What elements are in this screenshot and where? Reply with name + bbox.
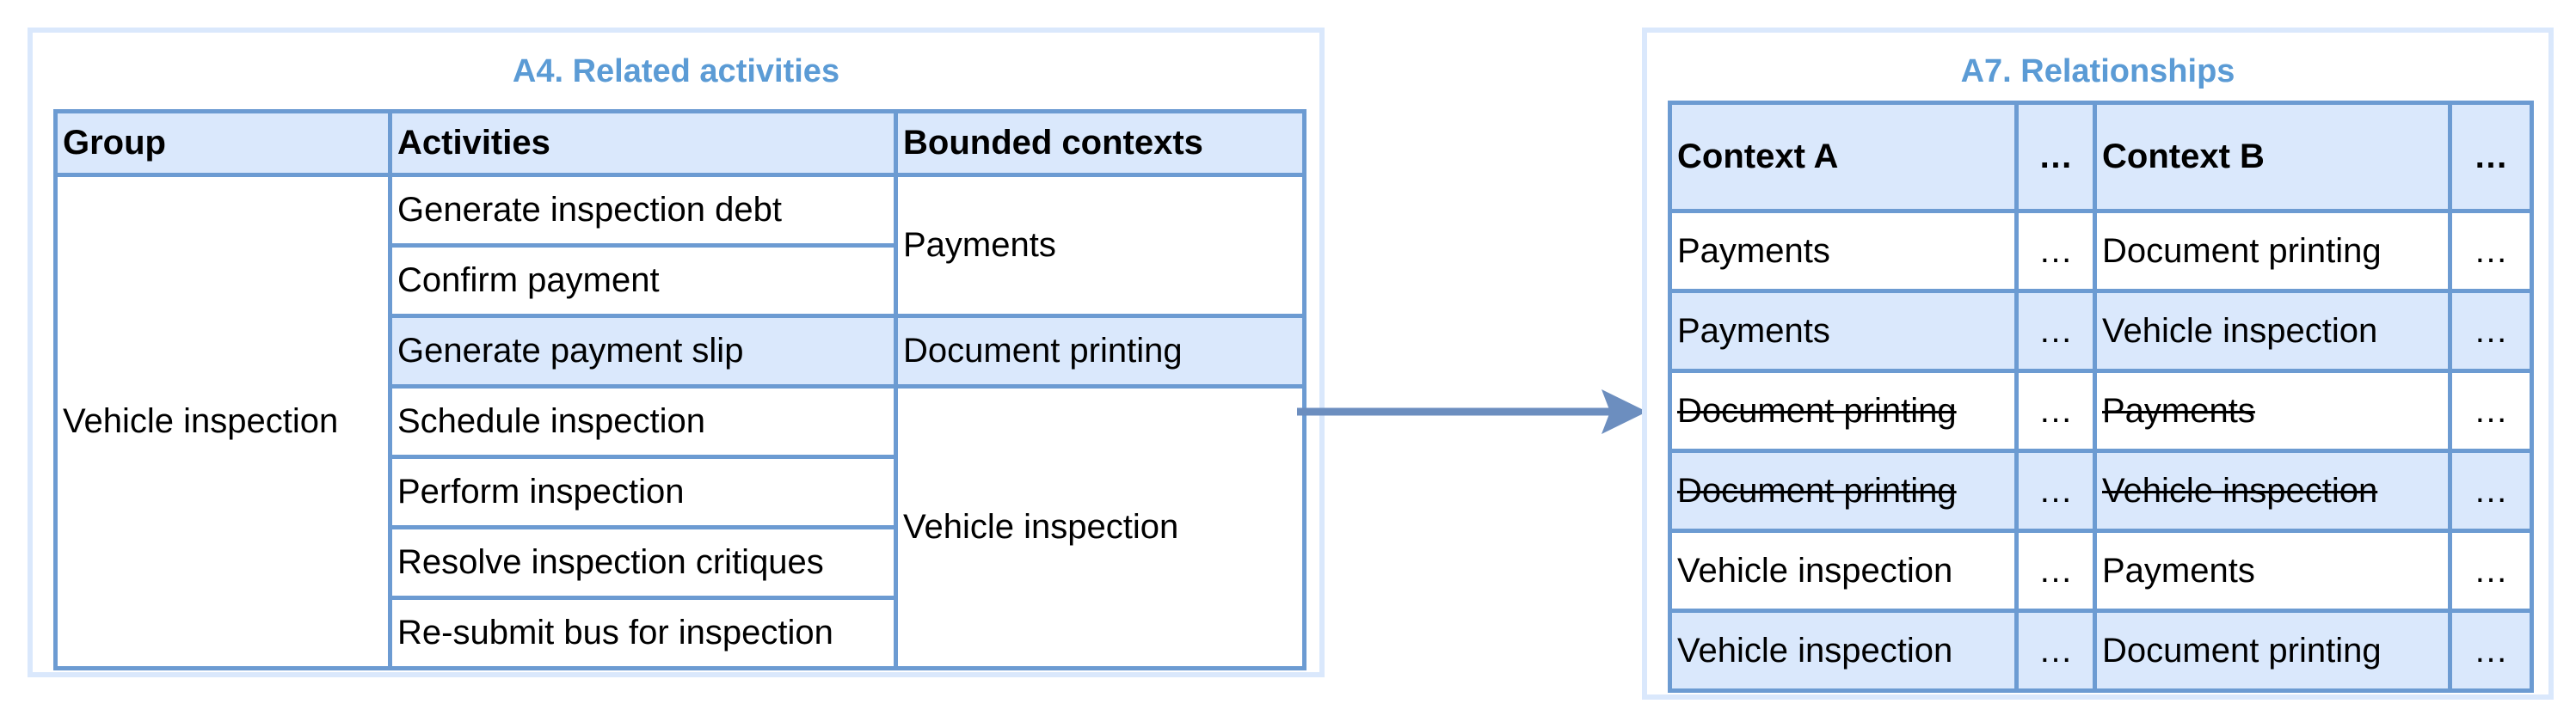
activity-cell: Generate payment slip	[388, 314, 898, 389]
header-group: Group	[53, 109, 392, 177]
ellipsis-cell: …	[2448, 369, 2534, 453]
ellipsis-cell: …	[2014, 449, 2097, 533]
header-activities: Activities	[388, 109, 898, 177]
header-context-b: Context B	[2093, 101, 2452, 213]
table-header-row: Context A … Context B …	[1668, 101, 2534, 213]
table-row: Re-submit bus for inspection	[56, 596, 1305, 670]
table-row: Vehicle inspection … Document printing …	[1668, 609, 2534, 693]
table-row: Generate payment slip Document printing	[56, 314, 1306, 389]
ellipsis-cell: …	[2014, 609, 2097, 693]
activity-cell: Resolve inspection critiques	[388, 525, 898, 600]
table-row: Payments … Vehicle inspection …	[1668, 289, 2534, 373]
context-b-cell: Payments	[2093, 529, 2452, 613]
group-cell: Vehicle inspection	[53, 173, 392, 670]
ellipsis-cell: …	[2448, 609, 2534, 693]
context-a-cell: Payments	[1668, 289, 2019, 373]
table-row: Perform inspection	[56, 455, 1305, 529]
arrow-head	[1602, 389, 1647, 434]
context-b-cell: Vehicle inspection	[2093, 289, 2452, 373]
ellipsis-cell: …	[2014, 209, 2097, 293]
context-b-cell: Document printing	[2093, 609, 2452, 693]
context-b-cell: Vehicle inspection	[2093, 449, 2452, 533]
activity-cell: Confirm payment	[388, 243, 898, 318]
ellipsis-cell: …	[2448, 449, 2534, 533]
table-row: Vehicle inspection … Payments …	[1668, 529, 2534, 613]
context-b-cell: Document printing	[2093, 209, 2452, 293]
relationships-title: A7. Relationships	[1960, 53, 2235, 89]
header-ellipsis: …	[2448, 101, 2534, 213]
table-row: Vehicle inspection Generate inspection d…	[53, 173, 1306, 670]
header-ellipsis: …	[2014, 101, 2097, 213]
context-a-cell: Document printing	[1668, 449, 2019, 533]
related-activities-title: A4. Related activities	[512, 53, 840, 89]
ellipsis-cell: …	[2014, 369, 2097, 453]
table-row: Schedule inspection Vehicle inspection	[56, 384, 1306, 670]
header-context-a: Context A	[1668, 101, 2019, 213]
relationships-table: Context A … Context B … Payments … Docum…	[1668, 101, 2534, 693]
ellipsis-cell: …	[2014, 529, 2097, 613]
context-a-cell: Vehicle inspection	[1668, 609, 2019, 693]
context-a-cell: Payments	[1668, 209, 2019, 293]
activity-cell: Generate inspection debt	[388, 173, 898, 248]
table-row: Document printing … Vehicle inspection …	[1668, 449, 2534, 533]
table-row: Confirm payment	[56, 243, 1305, 318]
context-cell: Payments	[894, 173, 1306, 318]
activity-cell: Re-submit bus for inspection	[388, 596, 898, 670]
ellipsis-cell: …	[2014, 289, 2097, 373]
ellipsis-cell: …	[2448, 289, 2534, 373]
header-bounded-contexts: Bounded contexts	[894, 109, 1306, 177]
ellipsis-cell: …	[2448, 209, 2534, 293]
table-row: Document printing … Payments …	[1668, 369, 2534, 453]
table-header-row: Group Activities Bounded contexts	[53, 109, 1306, 177]
ellipsis-cell: …	[2448, 529, 2534, 613]
activity-cell: Perform inspection	[388, 455, 898, 529]
context-cell: Vehicle inspection	[894, 384, 1306, 670]
table-row: Resolve inspection critiques	[56, 525, 1305, 600]
activity-cell: Schedule inspection	[388, 384, 898, 459]
context-b-cell: Payments	[2093, 369, 2452, 453]
related-activities-table: Group Activities Bounded contexts Vehicl…	[53, 109, 1306, 670]
context-a-cell: Vehicle inspection	[1668, 529, 2019, 613]
context-a-cell: Document printing	[1668, 369, 2019, 453]
context-cell: Document printing	[894, 314, 1306, 389]
table-row: Payments … Document printing …	[1668, 209, 2534, 293]
